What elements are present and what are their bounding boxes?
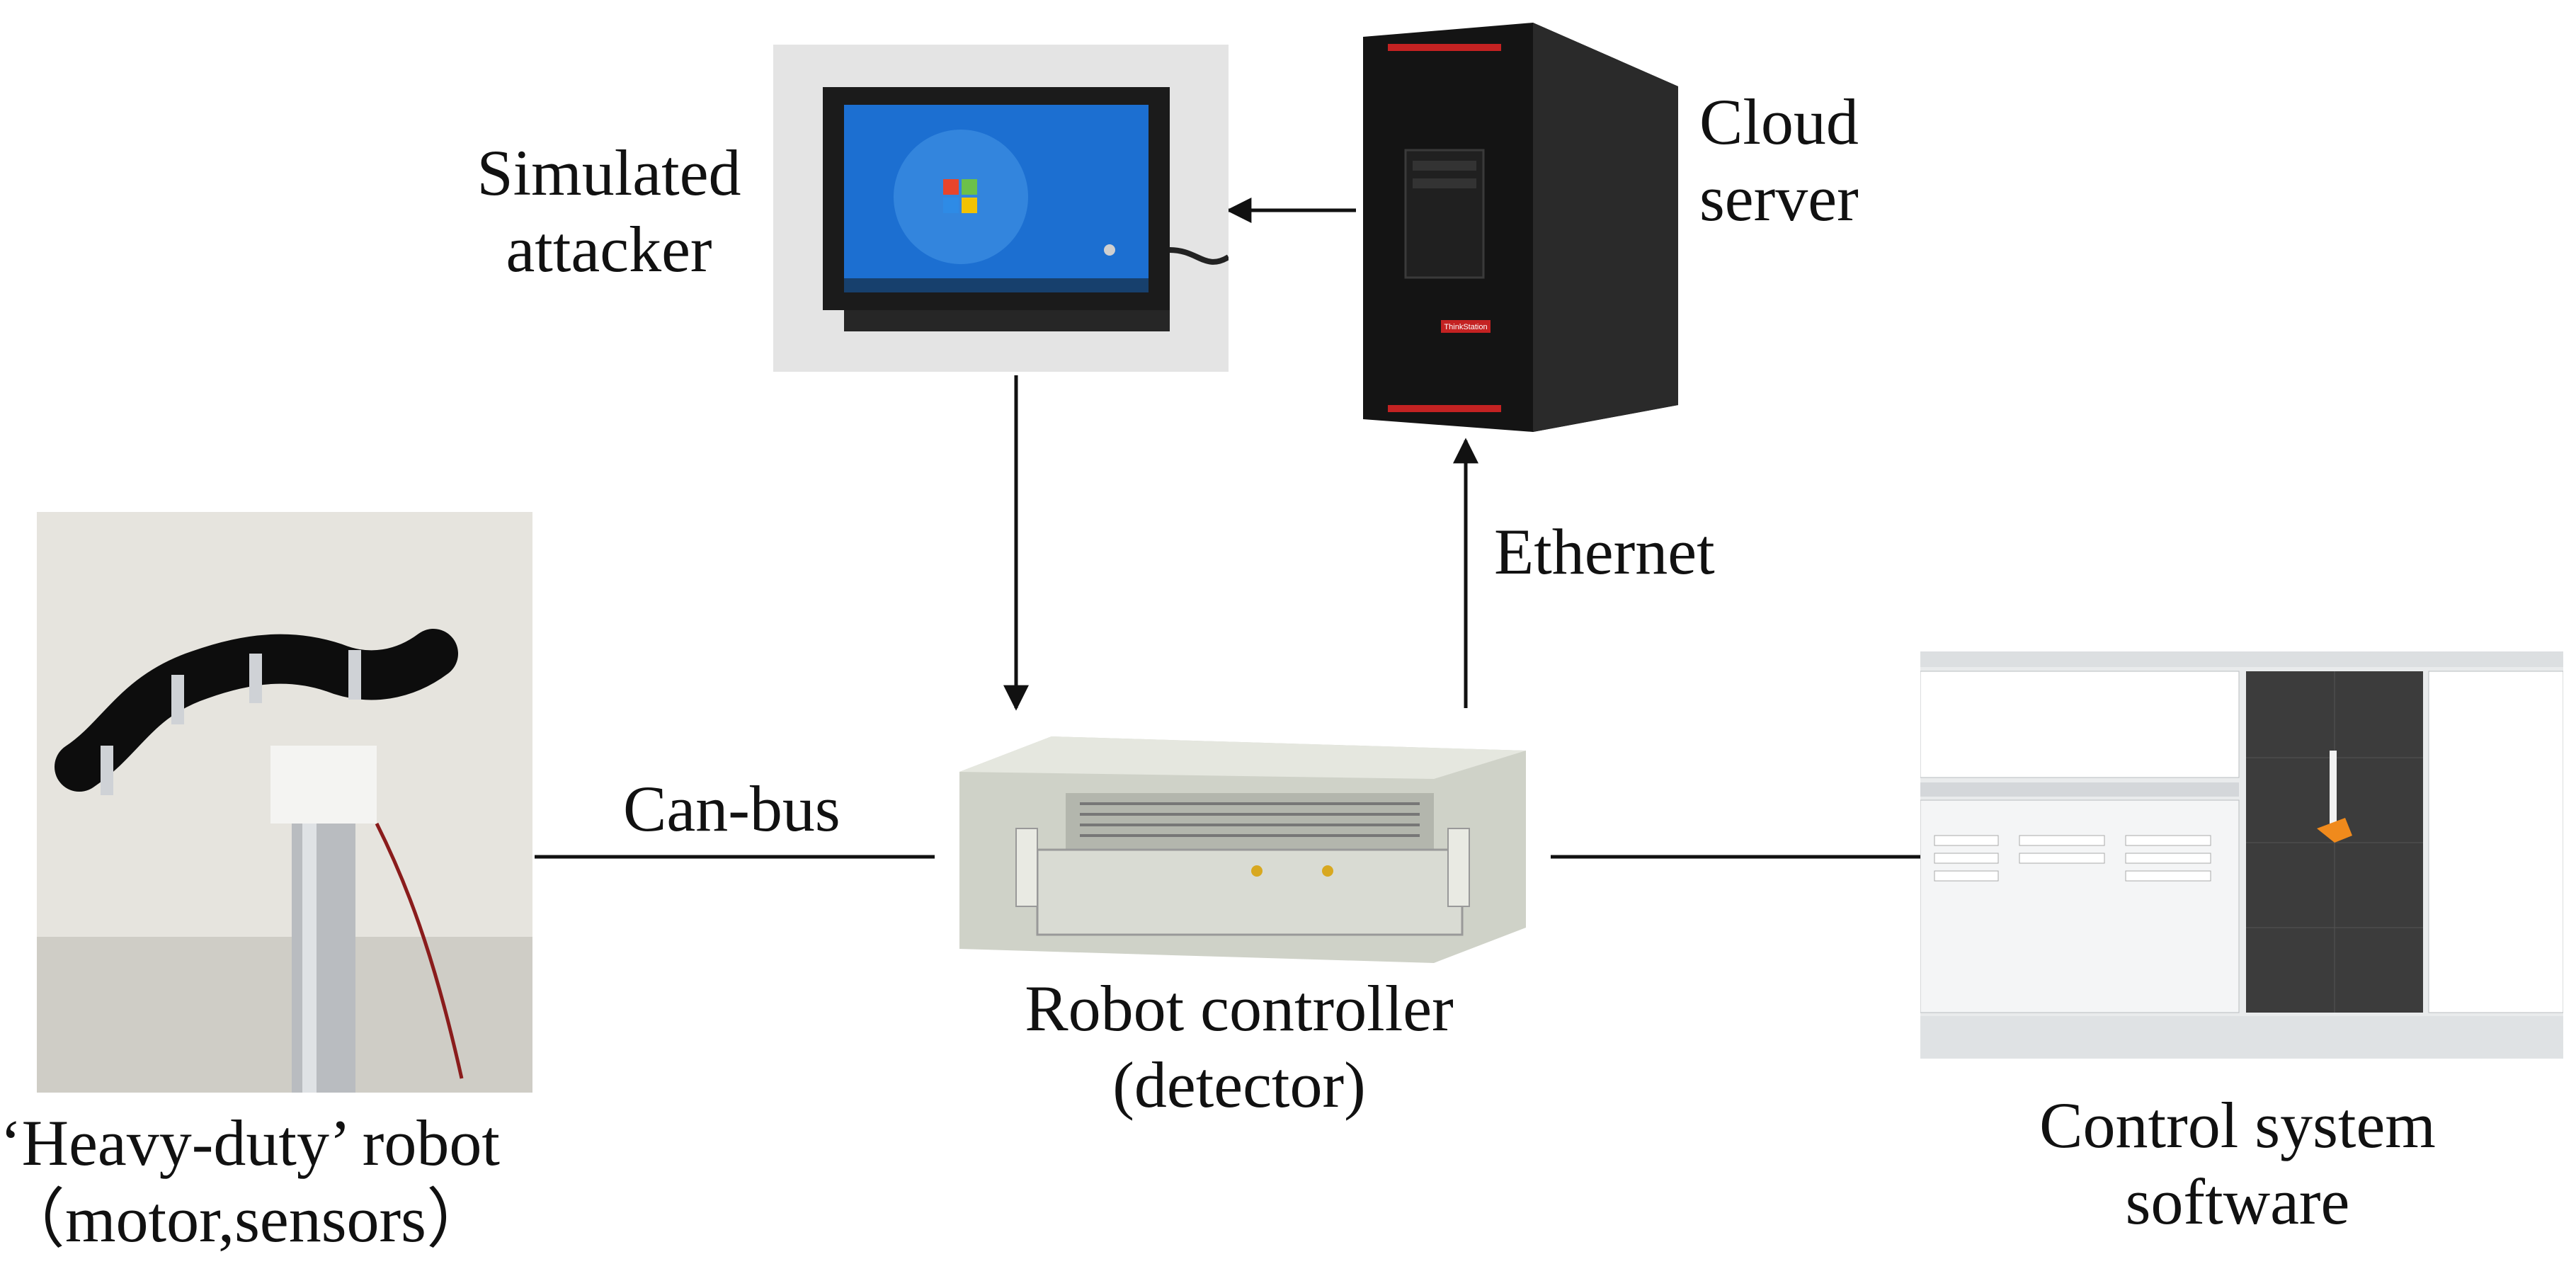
- tower-logo: ThinkStation: [1444, 323, 1487, 331]
- label-canbus: Can-bus: [623, 773, 840, 845]
- label-cloud-server-line2: server: [1699, 162, 1859, 234]
- control-software-screenshot: [1920, 651, 2563, 1059]
- label-robot-controller: Robot controller (detector): [956, 970, 1522, 1123]
- label-robot-line1: ‘Heavy-duty’ robot: [0, 1107, 500, 1179]
- label-robot-controller-line2: (detector): [1112, 1049, 1366, 1121]
- label-cloud-server-line1: Cloud: [1699, 86, 1859, 158]
- label-robot-controller-line1: Robot controller: [1025, 972, 1454, 1044]
- cloud-tower-icon: ThinkStation: [1356, 23, 1678, 432]
- robot-arm-photo: [37, 512, 532, 1093]
- label-cloud-server: Cloud server: [1699, 84, 1859, 237]
- label-robot: ‘Heavy-duty’ robot （motor,sensors）: [0, 1105, 500, 1258]
- label-simulated-attacker-line2: attacker: [506, 213, 712, 285]
- rack-controller-icon: [959, 736, 1526, 963]
- label-simulated-attacker: Simulated attacker: [460, 135, 758, 287]
- label-control-software-line1: Control system: [2039, 1089, 2436, 1161]
- label-ethernet: Ethernet: [1494, 515, 1715, 588]
- label-simulated-attacker-line1: Simulated: [477, 137, 741, 209]
- label-control-software: Control system software: [1954, 1087, 2521, 1240]
- touch-tablet-icon: [773, 45, 1229, 372]
- label-control-software-line2: software: [2125, 1166, 2350, 1238]
- label-robot-line2: （motor,sensors）: [0, 1183, 491, 1255]
